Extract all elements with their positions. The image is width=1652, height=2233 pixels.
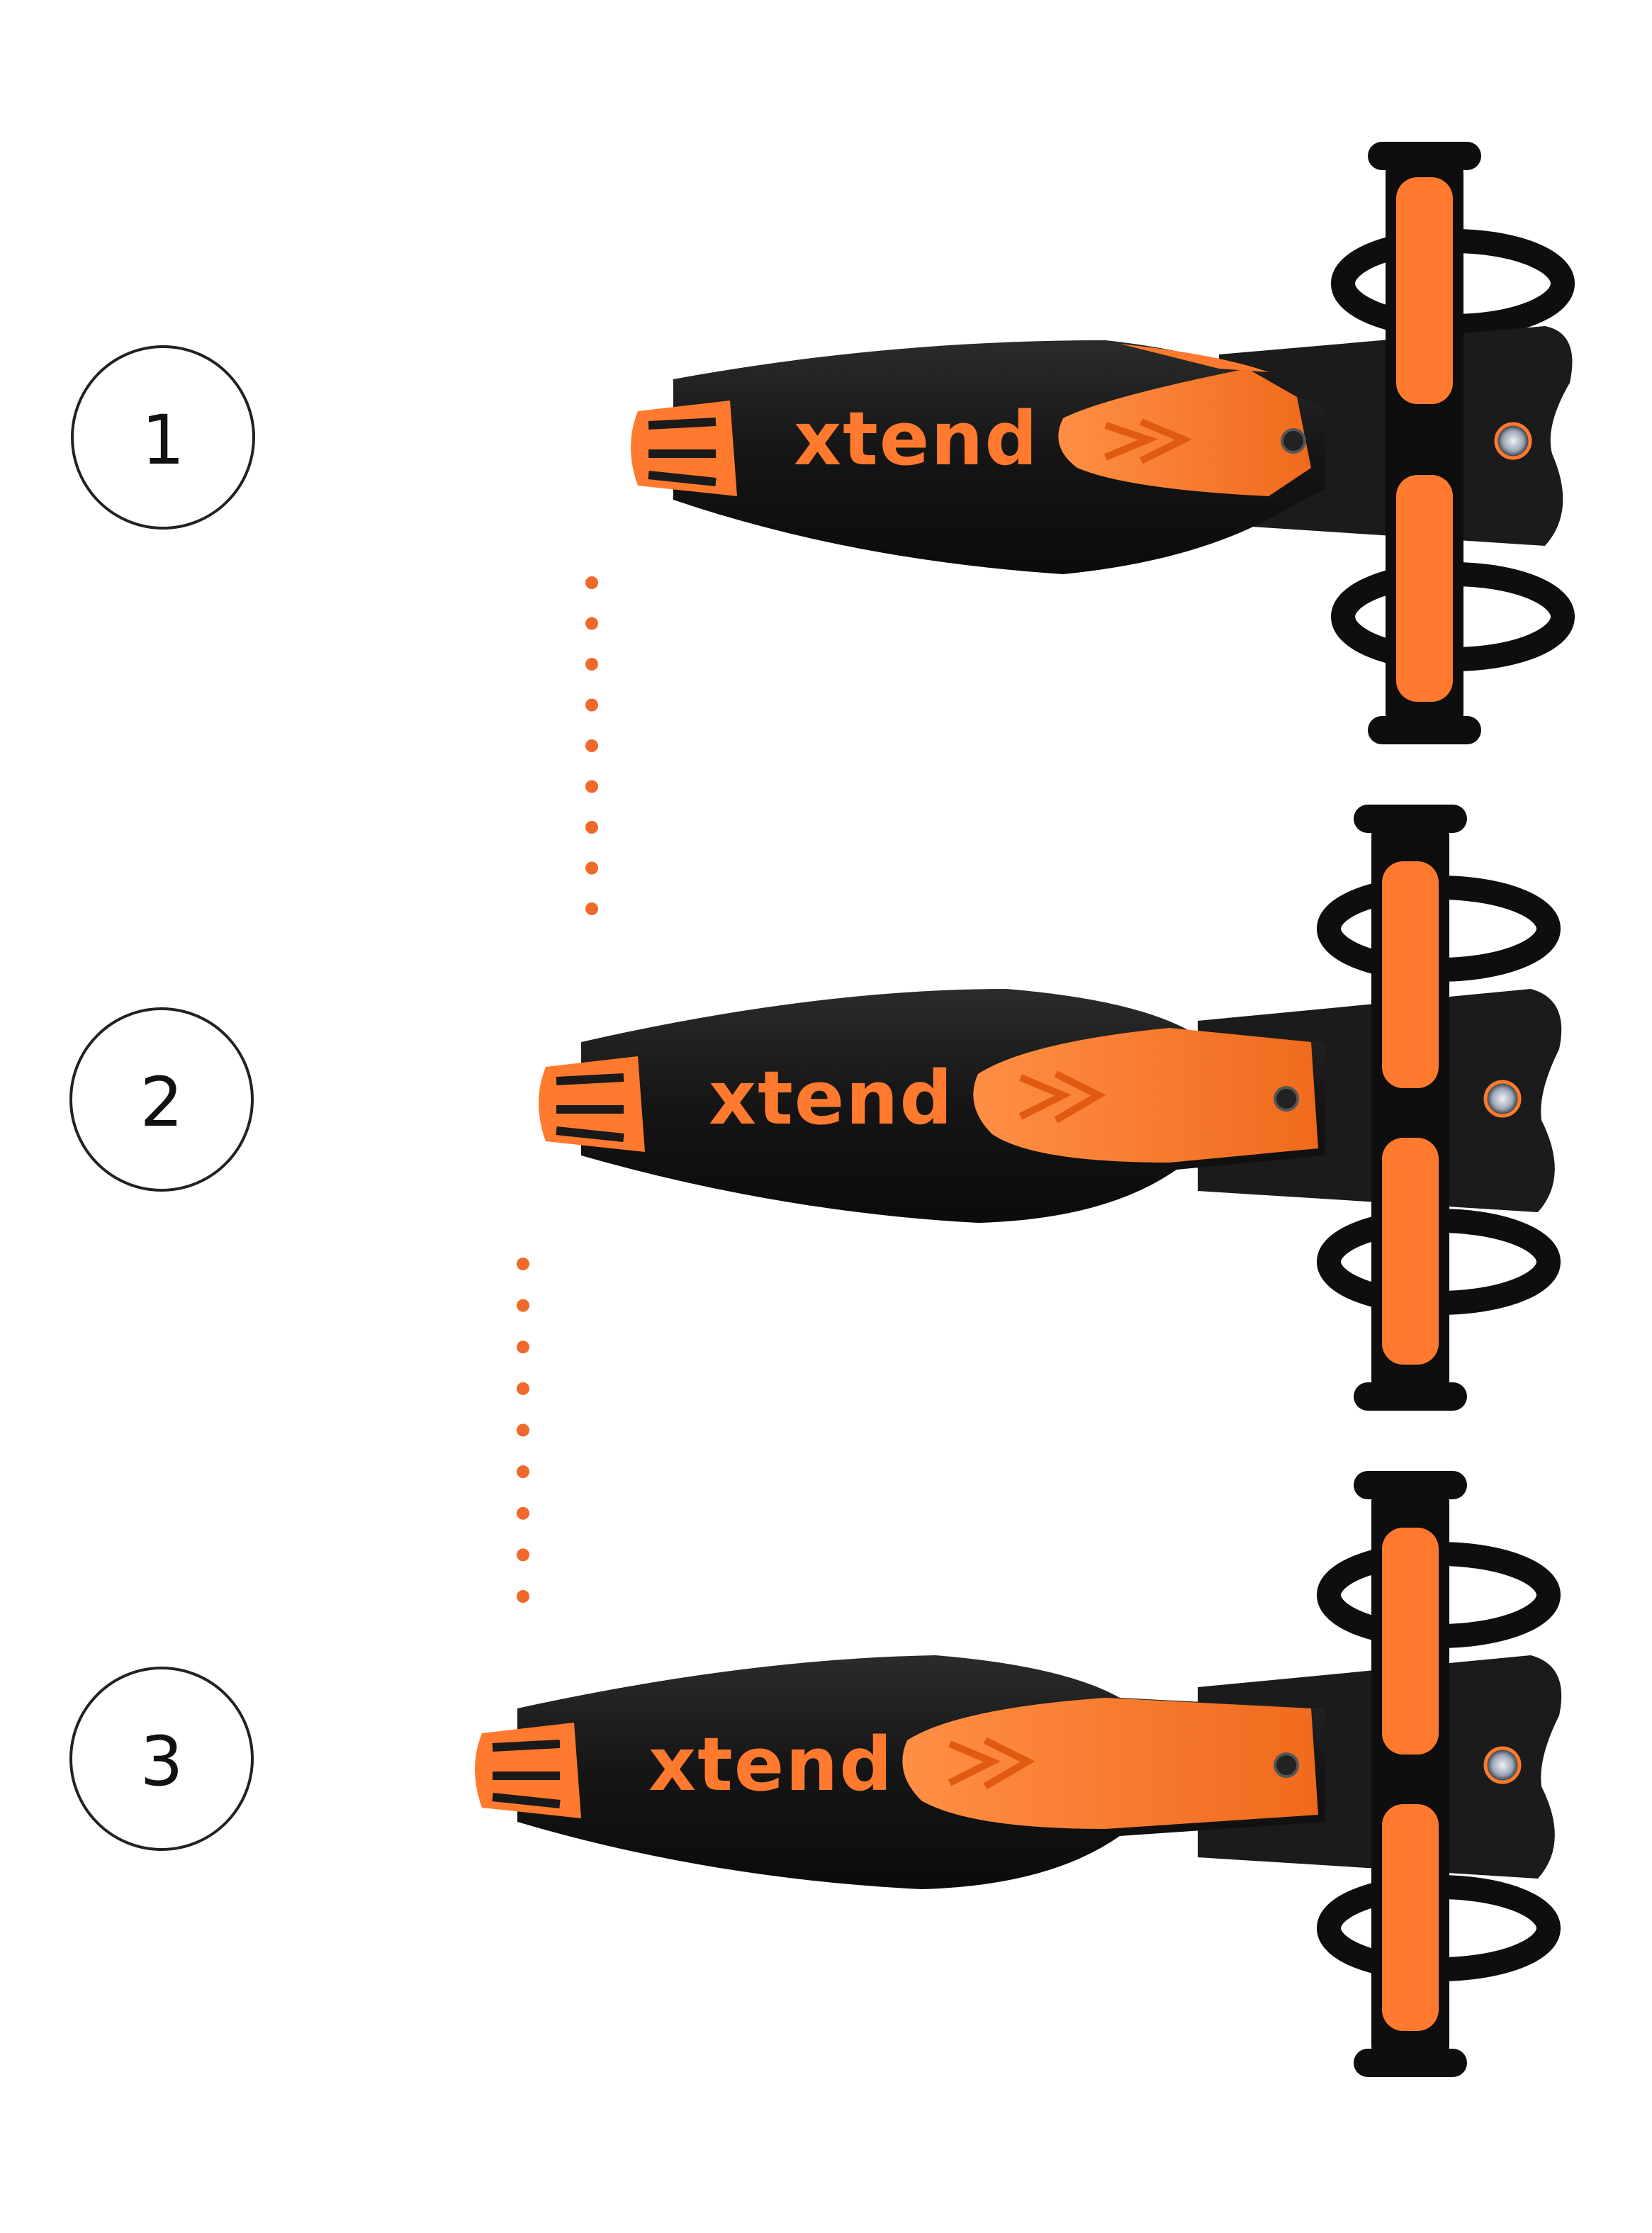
- connector-dot: [517, 1590, 529, 1603]
- step-1-badge: 1: [71, 345, 255, 530]
- connector-dot: [517, 1258, 529, 1270]
- dotted-connector-1: [585, 576, 598, 915]
- connector-dot: [585, 780, 598, 793]
- handlebar-end-bottom: [1354, 1382, 1467, 1411]
- connector-dot: [517, 1548, 529, 1562]
- connector-dot: [585, 576, 598, 589]
- brand-hub-icon: [1483, 1746, 1522, 1784]
- step-3-badge: 3: [69, 1667, 254, 1851]
- front-grip-pad: [902, 1698, 1318, 1829]
- connector-dot: [585, 658, 598, 671]
- step-number: 1: [141, 401, 184, 480]
- dotted-connector-2: [517, 1258, 529, 1603]
- connector-dot: [517, 1423, 529, 1437]
- handlebar-grip-top: [1396, 177, 1453, 404]
- step-2-badge: 2: [69, 1007, 254, 1192]
- brand-hub-icon: [1483, 1080, 1522, 1118]
- scooter-stage-3: xtend: [475, 1471, 1562, 2077]
- handlebar-end-bottom: [1368, 716, 1481, 744]
- stem-bolt: [1274, 1086, 1299, 1112]
- step-circle: [71, 345, 255, 530]
- handlebar-end-top: [1354, 805, 1467, 833]
- handlebar-grip-bottom: [1396, 475, 1453, 702]
- connector-dot: [585, 739, 598, 752]
- connector-dot: [517, 1341, 529, 1354]
- front-grip-pad: [973, 1028, 1318, 1163]
- step-number: 3: [140, 1722, 183, 1801]
- front-grip-pad: [1058, 369, 1311, 496]
- step-circle: [69, 1667, 254, 1851]
- handlebar-end-top: [1354, 1471, 1467, 1499]
- step-circle: [69, 1007, 254, 1192]
- handlebar-grip-top: [1382, 1528, 1439, 1754]
- connector-dot: [585, 698, 598, 712]
- handlebar-end-top: [1368, 142, 1481, 170]
- brand-hub-icon: [1494, 422, 1532, 460]
- connector-dot: [585, 821, 598, 834]
- brand-logo-text: xtend: [709, 1055, 954, 1141]
- connector-dot: [585, 902, 598, 915]
- brand-logo-text: xtend: [648, 1721, 894, 1808]
- connector-dot: [517, 1506, 529, 1520]
- handlebar-end-bottom: [1354, 2049, 1467, 2077]
- connector-dot: [585, 617, 598, 630]
- connector-dot: [517, 1299, 529, 1312]
- handlebar-grip-bottom: [1382, 1138, 1439, 1365]
- handlebar-grip-bottom: [1382, 1804, 1439, 2031]
- step-number: 2: [140, 1063, 183, 1142]
- connector-dot: [517, 1382, 529, 1395]
- stem-bolt: [1274, 1752, 1299, 1778]
- handlebar-grip-top: [1382, 861, 1439, 1088]
- scooter-stage-1: xtend: [631, 142, 1575, 744]
- deck-orange-rim: [1120, 344, 1269, 372]
- connector-dot: [585, 861, 598, 875]
- scooter-stage-2: xtend: [539, 805, 1562, 1411]
- connector-dot: [517, 1465, 529, 1479]
- brand-logo-text: xtend: [794, 396, 1039, 482]
- stem-bolt: [1281, 428, 1306, 454]
